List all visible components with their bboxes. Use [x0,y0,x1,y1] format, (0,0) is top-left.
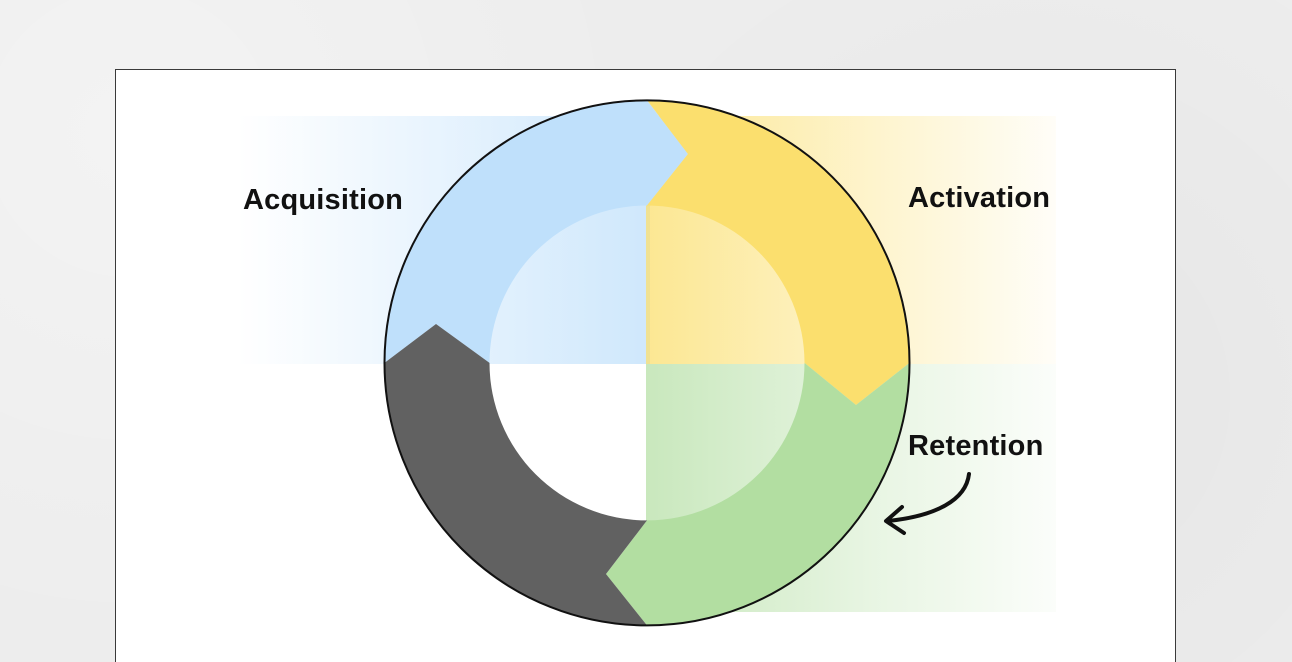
retention-segment [606,362,910,626]
retention-arrow-icon [886,472,971,523]
activation-label: Activation [908,182,1051,214]
retention-label: Retention [908,430,1044,462]
cycle-diagram [383,99,971,627]
retention-arrowhead-icon [884,505,906,535]
ring-outline [383,99,911,627]
activation-segment [647,100,910,405]
acquisition-segment [384,100,688,363]
diagram-card: Acquisition Activation Retention [115,69,1176,662]
fourth-stage-segment [384,324,647,626]
acquisition-label: Acquisition [243,184,404,216]
